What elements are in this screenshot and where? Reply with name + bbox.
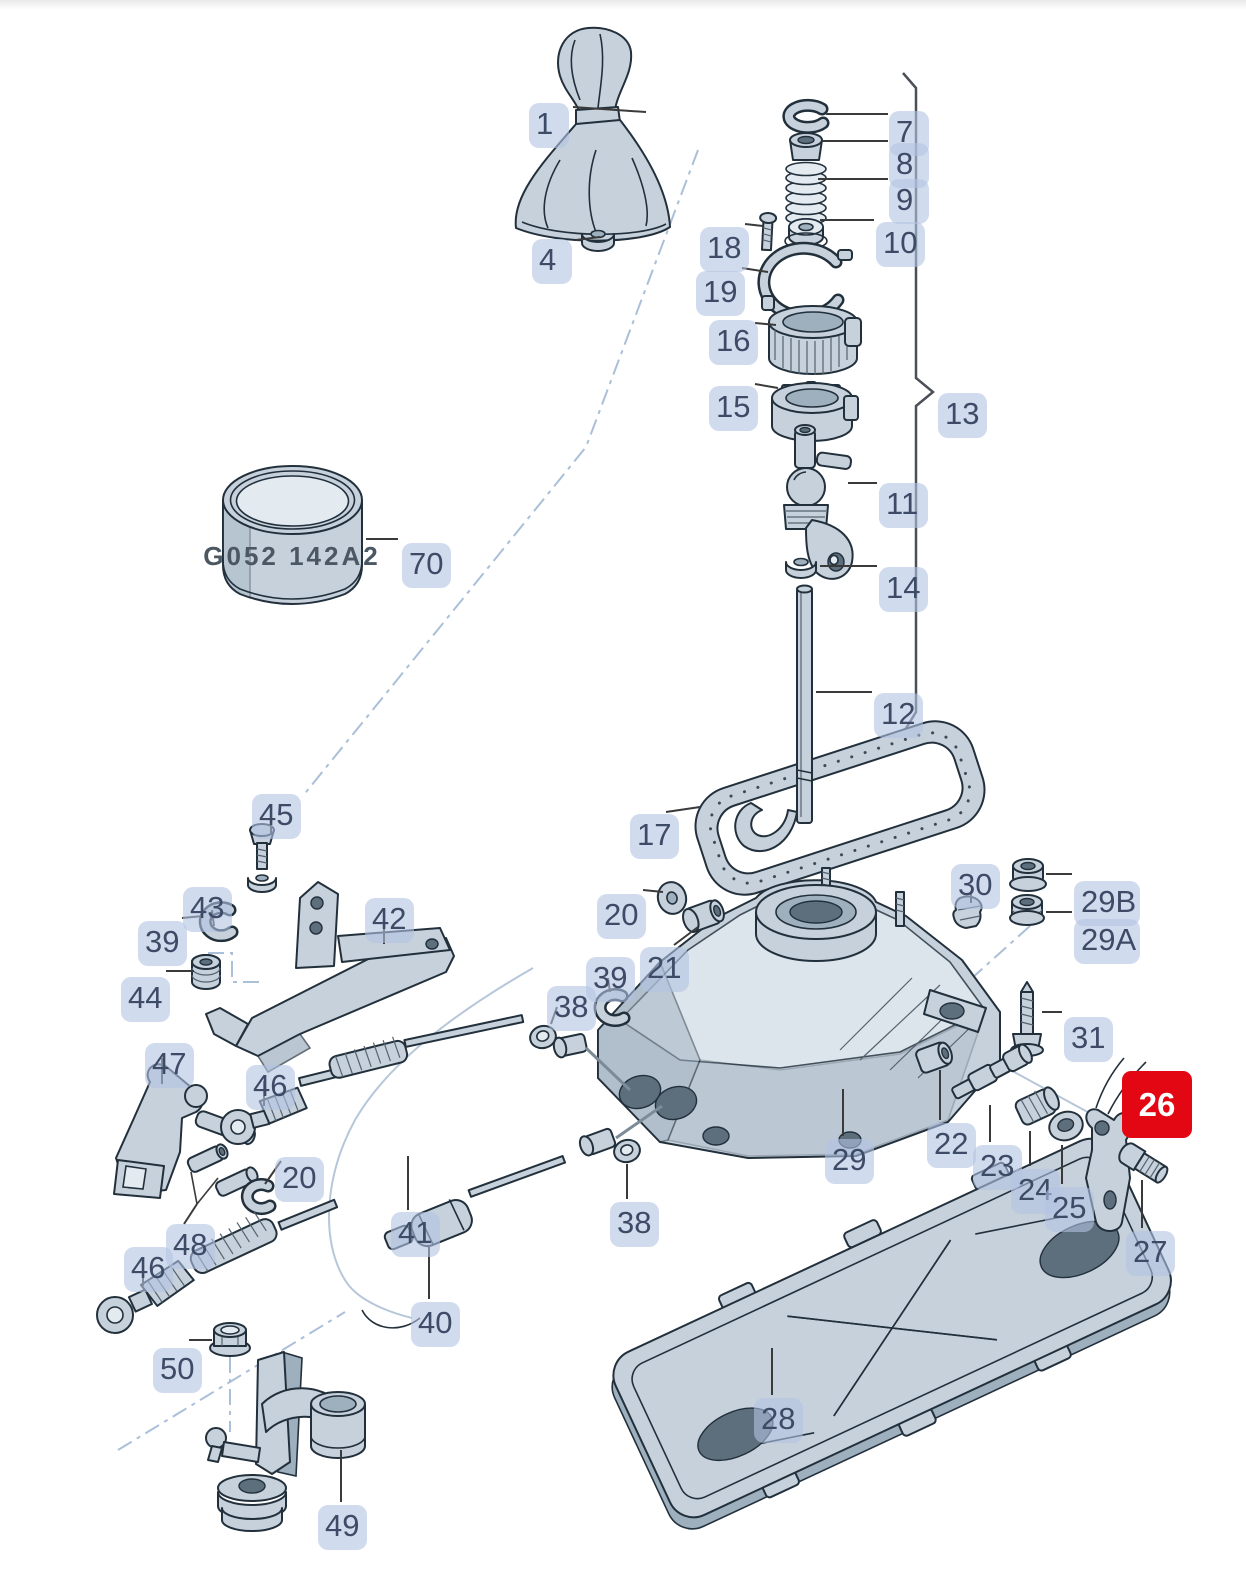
part-label-39[interactable]: 39 [138, 921, 187, 966]
part-label-30[interactable]: 30 [951, 864, 1000, 909]
part-bushing-21 [682, 899, 725, 933]
part-label-12[interactable]: 12 [874, 693, 923, 738]
part-grease-can-70: G052 142A2 [203, 465, 380, 605]
part-label-48[interactable]: 48 [166, 1224, 215, 1269]
part-label-49[interactable]: 49 [318, 1505, 367, 1550]
pointer-line [190, 1171, 198, 1205]
part-label-19[interactable]: 19 [696, 271, 745, 316]
part-bracket-42 [205, 881, 455, 1074]
pointer-line [196, 1177, 219, 1205]
part-label-29A[interactable]: 29A [1074, 919, 1140, 964]
part-gear-knob-boot [514, 26, 671, 242]
part-label-44[interactable]: 44 [121, 977, 170, 1022]
part-label-17[interactable]: 17 [630, 814, 679, 859]
part-label-18[interactable]: 18 [700, 227, 749, 272]
part-label-28[interactable]: 28 [754, 1398, 803, 1443]
part-label-21[interactable]: 21 [640, 947, 689, 992]
part-bushing-44 [191, 954, 221, 990]
part-label-42[interactable]: 42 [365, 898, 414, 943]
leader-line-21 [673, 926, 699, 946]
leader-line-18 [744, 223, 764, 227]
part-label-41[interactable]: 41 [391, 1212, 440, 1257]
part-label-13[interactable]: 13 [938, 393, 987, 438]
part-spring-9 [785, 161, 827, 226]
part-label-9[interactable]: 9 [889, 179, 929, 224]
part-label-50[interactable]: 50 [153, 1348, 202, 1393]
leader-line-20 [642, 889, 664, 893]
part-bearing-ring-25 [1048, 1110, 1084, 1142]
part-label-31[interactable]: 31 [1064, 1017, 1113, 1062]
leader-line-48 [183, 1203, 198, 1225]
part-circlip-7 [782, 98, 830, 134]
part-label-27[interactable]: 27 [1126, 1231, 1175, 1276]
part-label-20[interactable]: 20 [275, 1157, 324, 1202]
leader-line-4 [575, 236, 601, 241]
part-ring-38-lower [613, 1138, 641, 1164]
part-bushing-29B [1009, 858, 1047, 892]
part-clip-20 [240, 1178, 277, 1216]
part-label-40[interactable]: 40 [411, 1302, 460, 1347]
part-shifter-housing [597, 867, 1001, 1159]
leader-line-15 [754, 383, 779, 389]
part-label-22[interactable]: 22 [927, 1123, 976, 1168]
part-label-25[interactable]: 25 [1045, 1187, 1094, 1232]
part-bushing-24 [1014, 1086, 1060, 1126]
part-label-14[interactable]: 14 [879, 567, 928, 612]
part-lever-49 [205, 1350, 366, 1532]
part-lever-bracket-26 [1085, 1057, 1147, 1232]
part-pin-23 [951, 1043, 1033, 1100]
part-disc-20 [656, 881, 688, 915]
part-bearing-ring-16 [768, 305, 862, 375]
part-label-4[interactable]: 4 [532, 239, 572, 284]
part-bearing-ring-15 [771, 381, 859, 442]
part-label-46[interactable]: 46 [124, 1247, 173, 1292]
part-screw-18 [759, 211, 778, 252]
part-label-70[interactable]: 70 [402, 543, 451, 588]
part-label-43[interactable]: 43 [183, 887, 232, 932]
part-ring-38-upper [529, 1024, 557, 1050]
part-pins-48 [186, 1143, 259, 1197]
part-label-47[interactable]: 47 [145, 1043, 194, 1088]
part-label-16[interactable]: 16 [709, 320, 758, 365]
part-bolt-27 [1118, 1142, 1169, 1184]
part-label-29B[interactable]: 29B [1074, 881, 1140, 926]
part-bushing-22 [915, 1041, 953, 1074]
part-label-38[interactable]: 38 [547, 986, 596, 1031]
leader-line-17 [665, 806, 701, 813]
part-washer-14 [785, 557, 817, 579]
part-label-1[interactable]: 1 [529, 103, 569, 148]
part-label-45[interactable]: 45 [252, 794, 301, 839]
part-label-15[interactable]: 15 [709, 386, 758, 431]
can-label-text: G052 142A2 [203, 541, 380, 571]
part-shift-rod-12 [734, 584, 813, 852]
part-select-cable [220, 1014, 632, 1145]
part-gasket-17 [694, 720, 986, 896]
part-shift-lever-11 [783, 424, 854, 580]
part-label-10[interactable]: 10 [876, 222, 925, 267]
part-label-46[interactable]: 46 [246, 1065, 295, 1110]
part-label-20[interactable]: 20 [597, 894, 646, 939]
part-label-29[interactable]: 29 [825, 1139, 874, 1184]
part-nut-50 [209, 1322, 251, 1357]
part-label-highlighted-26[interactable]: 26 [1122, 1071, 1192, 1138]
part-label-38[interactable]: 38 [610, 1202, 659, 1247]
part-label-11[interactable]: 11 [879, 483, 928, 528]
part-bushing-29A [1009, 894, 1045, 926]
page-top-shadow [0, 0, 1246, 10]
part-bushing-8 [789, 132, 823, 161]
leader-line-1 [572, 106, 647, 113]
leader-line-16 [754, 322, 777, 326]
